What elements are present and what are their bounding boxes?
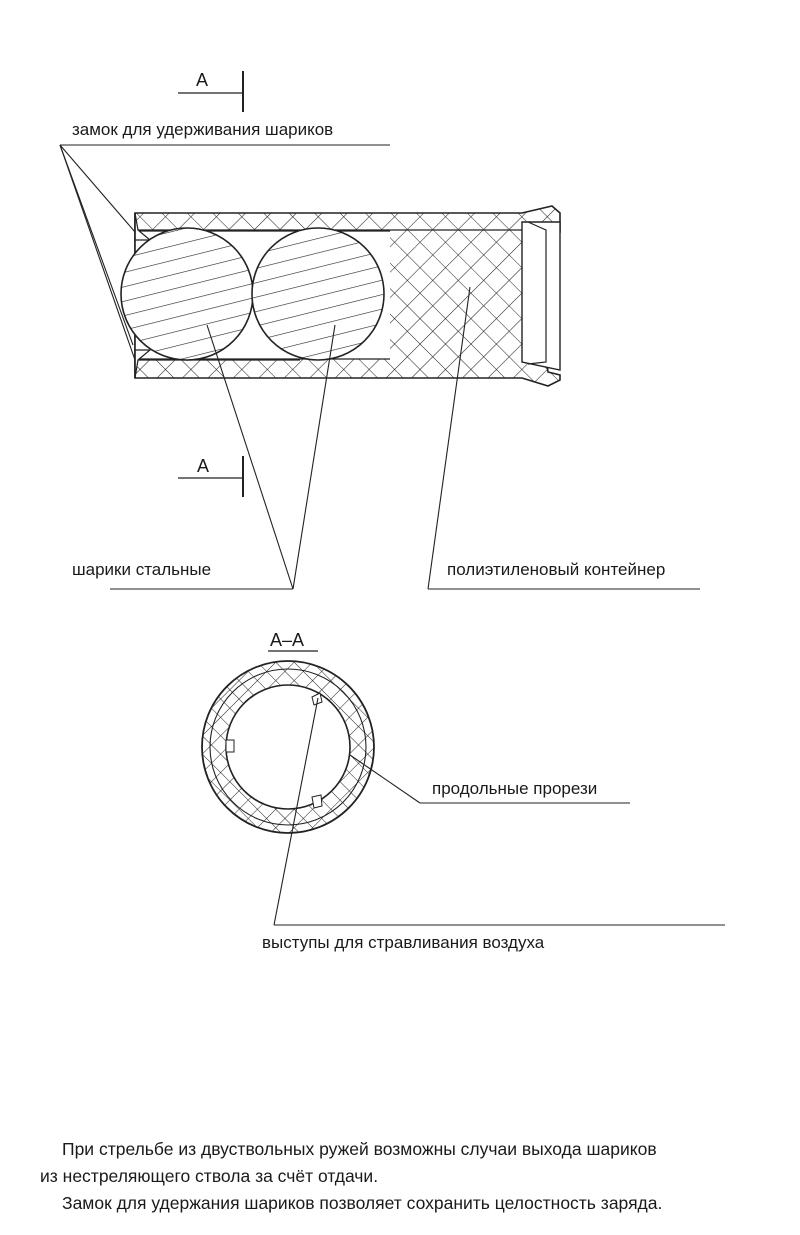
section-marker-top-label: А [196, 70, 208, 90]
section-marker-bottom: А [178, 456, 244, 497]
slot-3 [311, 794, 323, 809]
slot-1 [311, 692, 323, 706]
caption-line-2: из нестреляющего ствола за счёт отдачи. [40, 1166, 379, 1186]
caption: При стрельбе из двуствольных ружей возмо… [40, 1136, 780, 1217]
steel-ball-2 [251, 227, 385, 361]
label-slots: продольные прорези [432, 779, 597, 798]
section-marker-top: А [178, 70, 244, 112]
leader-slots [349, 754, 630, 804]
cross-section [201, 660, 375, 834]
caption-line-3: Замок для удержания шариков позволяет со… [62, 1193, 663, 1213]
caption-line-1: При стрельбе из двуствольных ружей возмо… [62, 1139, 657, 1159]
container-cup [521, 221, 561, 371]
steel-ball-1 [120, 227, 254, 361]
slot-2 [225, 739, 235, 753]
leader-ball-lock [59, 144, 390, 361]
label-vents: выступы для стравливания воздуха [262, 933, 545, 952]
label-ball-lock: замок для удерживания шариков [72, 120, 333, 139]
leader-vents [273, 697, 725, 926]
label-container: полиэтиленовый контейнер [447, 560, 665, 579]
section-title: А–А [270, 630, 304, 650]
leader-steel-balls [110, 324, 336, 590]
label-steel-balls: шарики стальные [72, 560, 211, 579]
section-marker-bottom-label: А [197, 456, 209, 476]
leader-container [427, 286, 700, 590]
